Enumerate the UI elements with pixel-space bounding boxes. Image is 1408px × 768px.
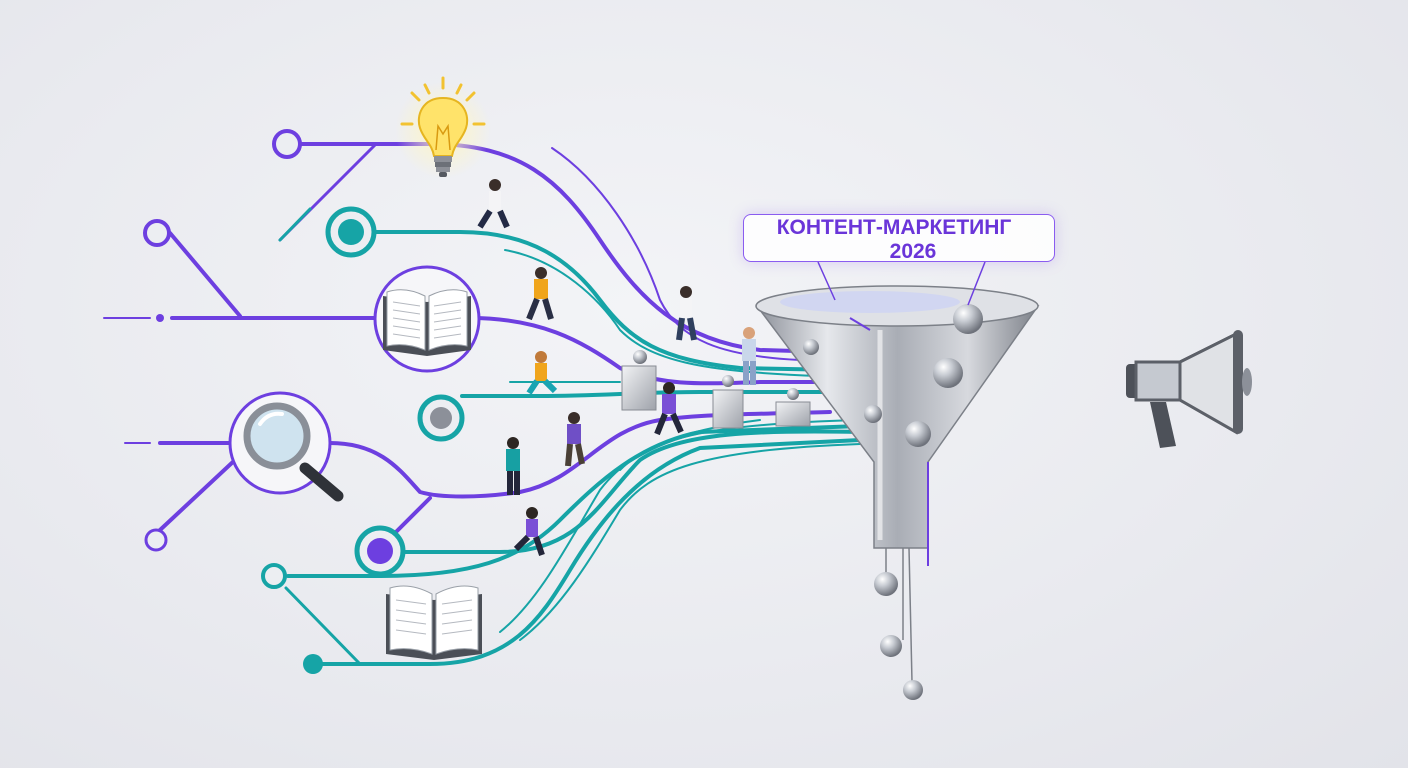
- teal-flow-lines: [278, 207, 862, 666]
- lightbulb-icon: [395, 76, 491, 178]
- flow-nodes: [143, 129, 465, 674]
- headline-line-2: 2026: [889, 240, 937, 263]
- megaphone-icon: [1126, 330, 1252, 448]
- headline-line-1: КОНТЕНТ-МАРКЕТИНГ: [776, 216, 1012, 239]
- open-book-icon: [373, 265, 481, 373]
- person-icon: [477, 179, 756, 556]
- magnifier-icon: [228, 391, 344, 502]
- open-book-icon-2: [386, 585, 482, 660]
- funnel-icon: [755, 285, 1040, 700]
- headline-box: КОНТЕНТ-МАРКЕТИНГ 2026: [743, 214, 1055, 263]
- headline-pointer: [817, 261, 986, 306]
